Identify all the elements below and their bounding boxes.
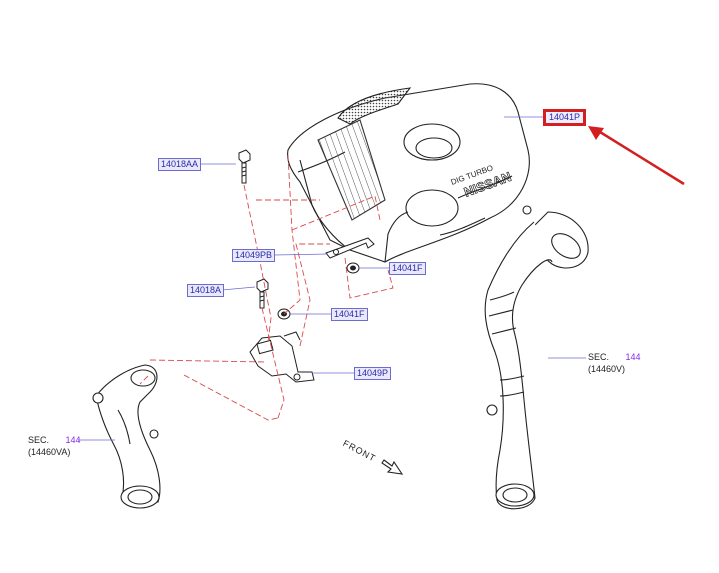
bracket-14049P — [249, 331, 315, 383]
oil-cap-opening — [403, 123, 461, 161]
assembly-leader-lines — [139, 154, 394, 421]
part-label-14041P[interactable]: 14041P — [543, 109, 587, 126]
section-ref-left: SEC. 144 (14460VA) — [28, 434, 81, 458]
grommet-14041F-upper — [346, 262, 360, 274]
front-arrow-icon — [381, 459, 404, 475]
section-ref-left-number[interactable]: 144 — [65, 435, 81, 445]
part-label-14018AA[interactable]: 14018AA — [158, 158, 202, 171]
part-label-14041F-lower[interactable]: 14041F — [331, 308, 368, 321]
section-ref-right: SEC. 144 (14460V) — [588, 351, 641, 375]
intake-pipe-left — [92, 364, 161, 509]
cover-port — [405, 189, 459, 227]
intake-hose-right — [484, 205, 589, 510]
part-label-14049PB[interactable]: 14049PB — [232, 249, 276, 262]
label-leaders — [78, 116, 586, 441]
section-ref-right-number[interactable]: 144 — [625, 352, 641, 362]
bracket-14049PB — [325, 237, 375, 259]
engine-cover — [287, 83, 530, 263]
section-ref-right-sec: SEC. — [588, 352, 610, 362]
section-ref-left-code: (14460VA) — [28, 447, 71, 457]
part-label-14018A[interactable]: 14018A — [187, 284, 225, 297]
section-ref-left-sec: SEC. — [28, 435, 50, 445]
callout-arrow — [588, 126, 685, 186]
bolt-14018AA — [238, 149, 251, 184]
bolt-14018A — [256, 278, 269, 309]
part-label-14049P[interactable]: 14049P — [354, 367, 392, 380]
section-ref-right-code: (14460V) — [588, 364, 626, 374]
part-label-14041F-upper[interactable]: 14041F — [389, 262, 426, 275]
